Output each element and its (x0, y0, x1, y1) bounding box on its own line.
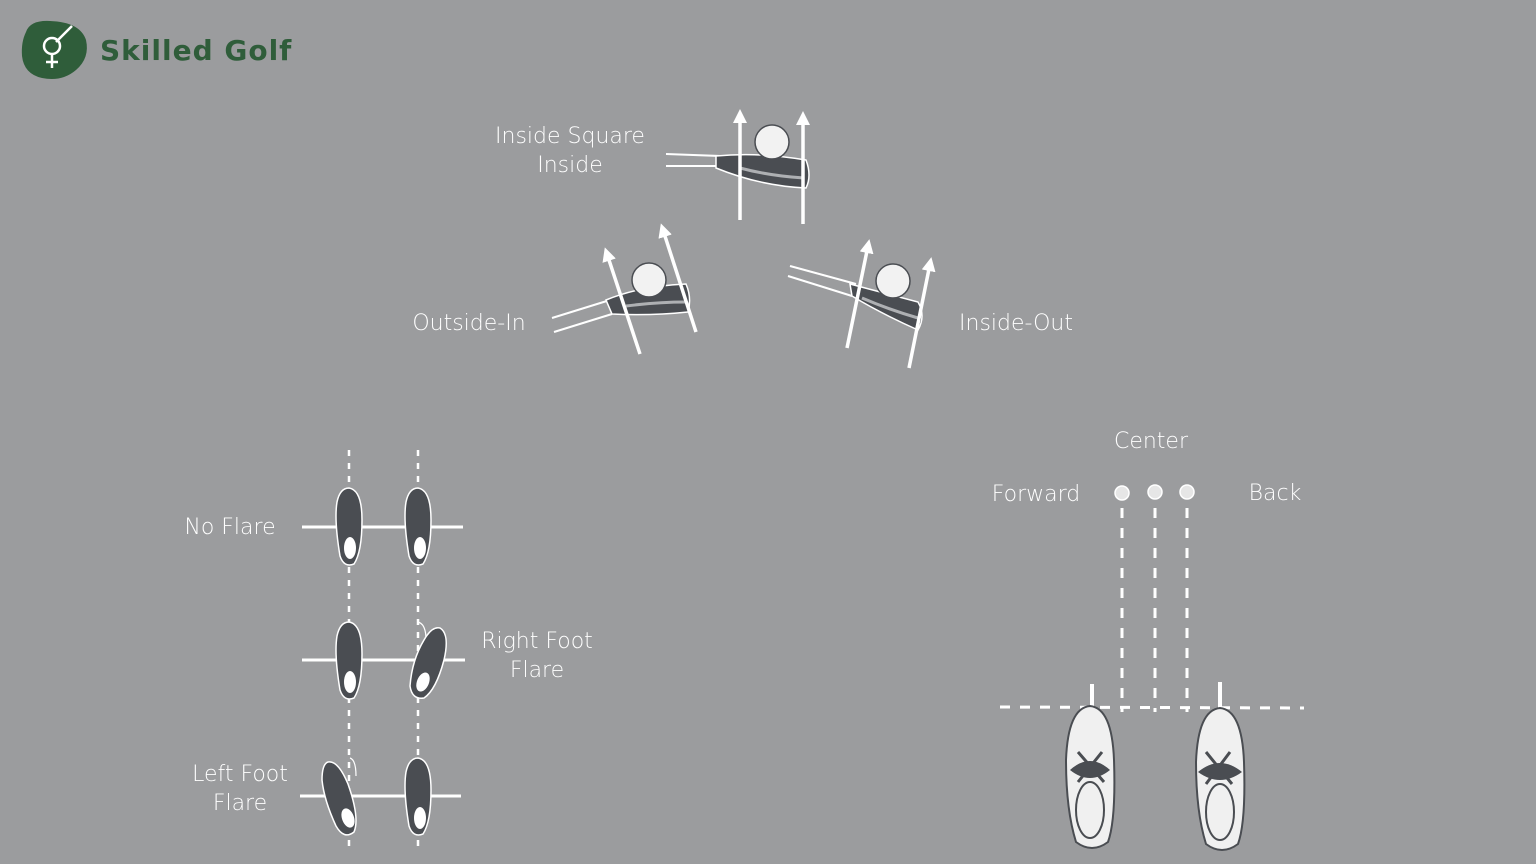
foot-left-flared (321, 757, 357, 836)
label-inside-square-inside: Inside Square Inside (480, 122, 660, 180)
ball-forward-icon (1114, 485, 1130, 501)
label-outside-in: Outside-In (412, 311, 526, 336)
ball-back-icon (1179, 484, 1195, 500)
foot-right-flared (409, 621, 447, 699)
golf-tee-logo-icon (21, 20, 87, 79)
brand: Skilled Golf (20, 18, 292, 82)
golf-ball-icon (875, 263, 911, 299)
foot-left-right-flare-row (335, 621, 363, 700)
label-inside-square-line1: Inside Square (495, 124, 645, 149)
golf-ball-icon (631, 262, 667, 298)
ball-position-guides (999, 508, 1305, 712)
shoe-left-icon (1064, 684, 1116, 849)
club-inside-out (787, 239, 936, 369)
label-left-foot-flare: Left Foot Flare (178, 760, 302, 818)
brand-name: Skilled Golf (100, 33, 293, 67)
label-right-foot-flare-line1: Right Foot (481, 629, 593, 654)
foot-left-no-flare (335, 487, 363, 566)
ball-center-icon (1147, 484, 1163, 500)
golf-ball-icon (754, 124, 790, 160)
label-center: Center (1113, 429, 1189, 454)
label-right-foot-flare-line2: Flare (509, 658, 565, 683)
label-no-flare: No Flare (184, 515, 276, 540)
club-inside-square-inside (665, 109, 810, 224)
foot-right-left-flare-row (404, 757, 432, 836)
label-inside-out: Inside-Out (959, 311, 1073, 336)
club-outside-in (551, 223, 698, 355)
shoe-right-icon (1194, 682, 1246, 851)
label-left-foot-flare-line2: Flare (212, 791, 268, 816)
label-inside-square-line2: Inside (537, 153, 603, 178)
label-right-foot-flare: Right Foot Flare (472, 627, 602, 685)
foot-right-no-flare (404, 487, 432, 566)
label-back: Back (1248, 481, 1302, 506)
label-left-foot-flare-line1: Left Foot (192, 762, 288, 787)
label-forward: Forward (991, 482, 1081, 507)
